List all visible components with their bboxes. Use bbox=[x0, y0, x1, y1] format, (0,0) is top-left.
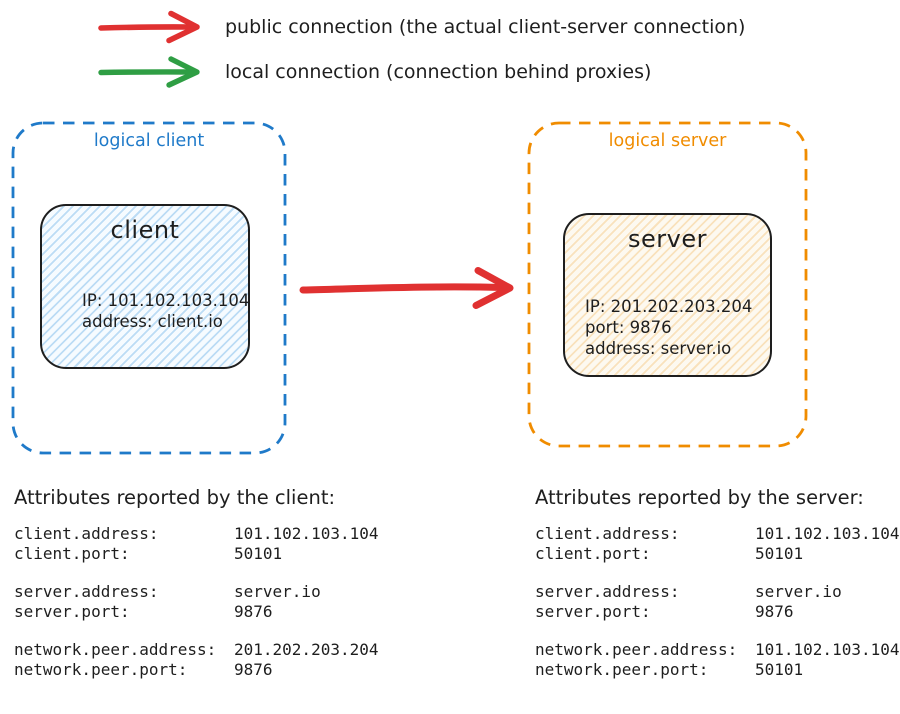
attr-value: server.io bbox=[755, 582, 842, 601]
attr-key: network.peer.address: bbox=[535, 640, 738, 659]
attr-value: 101.102.103.104 bbox=[234, 524, 379, 543]
attr-row: client.port: 50101 bbox=[14, 544, 379, 564]
attr-row: server.address: server.io bbox=[535, 582, 900, 602]
attr-value: 9876 bbox=[234, 602, 273, 621]
local-connection-arrow-icon bbox=[98, 56, 200, 88]
client-node-title: client bbox=[110, 216, 180, 244]
client-address-line: address: client.io bbox=[82, 312, 223, 331]
attr-key: server.port: bbox=[535, 602, 651, 621]
attr-row: server.address: server.io bbox=[14, 582, 379, 602]
attributes-server-heading: Attributes reported by the server: bbox=[535, 486, 864, 509]
legend-local-label: local connection (connection behind prox… bbox=[225, 61, 652, 83]
attr-key: server.address: bbox=[14, 582, 159, 601]
attr-value: 50101 bbox=[755, 660, 804, 679]
server-node-title: server bbox=[628, 225, 707, 253]
client-node: client IP: 101.102.103.104 address: clie… bbox=[40, 204, 250, 369]
server-ip-line: IP: 201.202.203.204 bbox=[585, 297, 753, 316]
server-node: server IP: 201.202.203.204 port: 9876 ad… bbox=[563, 213, 772, 377]
attr-key: client.address: bbox=[535, 524, 680, 543]
client-server-connection-arrow bbox=[299, 267, 514, 309]
server-port-line: port: 9876 bbox=[585, 318, 672, 337]
attr-value: server.io bbox=[234, 582, 321, 601]
attr-row: server.port: 9876 bbox=[14, 602, 379, 622]
attr-row: network.peer.port: 9876 bbox=[14, 660, 379, 680]
attr-row: network.peer.address: 201.202.203.204 bbox=[14, 640, 379, 660]
attr-row: server.port: 9876 bbox=[535, 602, 900, 622]
attr-key: client.address: bbox=[14, 524, 159, 543]
logical-server-box bbox=[527, 121, 808, 448]
attr-value: 101.102.103.104 bbox=[755, 640, 900, 659]
attr-value: 101.102.103.104 bbox=[755, 524, 900, 543]
public-connection-arrow-icon bbox=[98, 10, 200, 44]
attributes-server-list: client.address: 101.102.103.104 client.p… bbox=[535, 524, 900, 680]
attributes-client-list: client.address: 101.102.103.104 client.p… bbox=[14, 524, 379, 680]
logical-server-label: logical server bbox=[608, 131, 727, 151]
attr-row: network.peer.address: 101.102.103.104 bbox=[535, 640, 900, 660]
server-node-info: IP: 201.202.203.204 port: 9876 address: … bbox=[585, 296, 752, 359]
attr-key: network.peer.port: bbox=[535, 660, 709, 679]
attr-key: client.port: bbox=[535, 544, 651, 563]
attr-row: client.address: 101.102.103.104 bbox=[535, 524, 900, 544]
attr-key: network.peer.address: bbox=[14, 640, 217, 659]
attr-row: client.port: 50101 bbox=[535, 544, 900, 564]
client-node-info: IP: 101.102.103.104 address: client.io bbox=[82, 290, 249, 332]
attr-value: 201.202.203.204 bbox=[234, 640, 379, 659]
client-ip-line: IP: 101.102.103.104 bbox=[82, 291, 250, 310]
attributes-client-heading: Attributes reported by the client: bbox=[14, 486, 336, 509]
attr-key: server.port: bbox=[14, 602, 130, 621]
attributes-server-section: Attributes reported by the server: clien… bbox=[535, 486, 900, 680]
attr-key: client.port: bbox=[14, 544, 130, 563]
legend-public-label: public connection (the actual client-ser… bbox=[225, 16, 746, 38]
attr-row: client.address: 101.102.103.104 bbox=[14, 524, 379, 544]
logical-client-box bbox=[11, 121, 287, 455]
attr-value: 50101 bbox=[755, 544, 804, 563]
logical-client-label: logical client bbox=[93, 131, 205, 151]
attr-value: 9876 bbox=[755, 602, 794, 621]
attr-row: network.peer.port: 50101 bbox=[535, 660, 900, 680]
attr-key: server.address: bbox=[535, 582, 680, 601]
server-address-line: address: server.io bbox=[585, 339, 732, 358]
attr-key: network.peer.port: bbox=[14, 660, 188, 679]
attr-value: 9876 bbox=[234, 660, 273, 679]
attr-value: 50101 bbox=[234, 544, 283, 563]
attributes-client-section: Attributes reported by the client: clien… bbox=[14, 486, 379, 680]
